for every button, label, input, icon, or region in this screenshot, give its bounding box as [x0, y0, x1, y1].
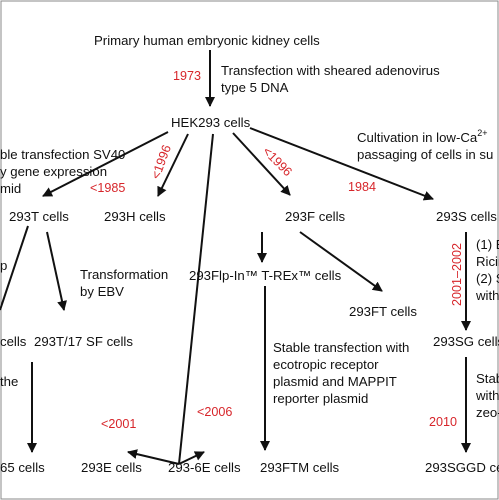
node-293e: 293E cells	[81, 460, 142, 475]
year-1973: 1973	[173, 69, 201, 83]
note-transfection-line2: type 5 DNA	[221, 80, 289, 95]
arrow-branch-to-2936e	[178, 451, 205, 465]
note-cultivation-line2: passaging of cells in su	[357, 147, 493, 162]
year-lt-2001: <2001	[101, 417, 136, 431]
note-293s-line4: with	[475, 288, 499, 303]
year-1984: 1984	[348, 180, 376, 194]
note-stable-line4: reporter plasmid	[273, 391, 368, 406]
node-65-cells-left: 65 cells	[0, 460, 45, 475]
note-293sg-line2: with	[475, 388, 499, 403]
node-hek293: HEK293 cells	[171, 115, 251, 130]
note-left-p: p	[0, 258, 7, 273]
node-293-6e: 293-6E cells	[168, 460, 241, 475]
node-293flp-in-trex: 293Flp-In™ T-REx™ cells	[189, 268, 342, 283]
note-293sg-line1: Stab	[476, 371, 499, 386]
node-293ftm: 293FTM cells	[260, 460, 340, 475]
year-2001-2002: 2001–2002	[450, 243, 464, 306]
node-293sggd: 293SGGD cells	[425, 460, 499, 475]
node-293s: 293S cells	[436, 209, 497, 224]
node-primary-cells: Primary human embryonic kidney cells	[94, 33, 320, 48]
note-ebv-line2: by EBV	[80, 284, 124, 299]
note-cultivation-main: Cultivation in low-Ca	[357, 130, 478, 145]
node-293sg: 293SG cells	[433, 334, 499, 349]
note-transfection-line1: Transfection with sheared adenovirus	[221, 63, 440, 78]
arrow-hek293-to-293s	[249, 127, 434, 201]
note-ebv-line1: Transformation	[80, 267, 168, 282]
node-cells-left: cells	[0, 334, 27, 349]
year-lt-1985: <1985	[90, 181, 125, 195]
arrow-hek293-to-293f	[232, 132, 291, 196]
note-293s-line3: (2) S	[476, 271, 499, 286]
node-293h: 293H cells	[104, 209, 166, 224]
note-left-the: the	[0, 374, 18, 389]
arrow-branch-to-293e	[127, 449, 180, 465]
node-293t: 293T cells	[9, 209, 69, 224]
year-2010: 2010	[429, 415, 457, 429]
node-293t17sf: 293T/17 SF cells	[34, 334, 133, 349]
note-sv40-line3: mid	[0, 181, 21, 196]
arrow-293t-to-293t17sf	[46, 231, 67, 311]
note-cultivation-superscript: 2+	[477, 128, 487, 138]
year-lt-1996-left: <1996	[149, 143, 174, 181]
year-lt-2006: <2006	[197, 405, 232, 419]
note-cultivation-line1: Cultivation in low-Ca2+	[357, 128, 487, 145]
note-stable-line3: plasmid and MAPPIT	[273, 374, 397, 389]
note-stable-line1: Stable transfection with	[273, 340, 409, 355]
node-293ft: 293FT cells	[349, 304, 417, 319]
node-293f: 293F cells	[285, 209, 346, 224]
note-sv40-line2: y gene expression	[0, 164, 107, 179]
note-293s-line1: (1) E	[476, 237, 499, 252]
arrow-293f-to-293ft	[299, 231, 383, 292]
note-sv40-line1: ble transfection SV40	[0, 147, 125, 162]
line-hek293-to-branch	[178, 133, 214, 465]
arrow-hek293-to-293h	[157, 133, 189, 197]
note-293sg-line3: zeo-	[476, 405, 499, 420]
year-lt-1996-right: <1996	[260, 144, 295, 179]
arrow-hek293-to-293t	[42, 131, 169, 197]
note-293s-line2: Ricin	[476, 254, 499, 269]
line-293t-left	[0, 225, 29, 311]
note-stable-line2: ecotropic receptor	[273, 357, 379, 372]
